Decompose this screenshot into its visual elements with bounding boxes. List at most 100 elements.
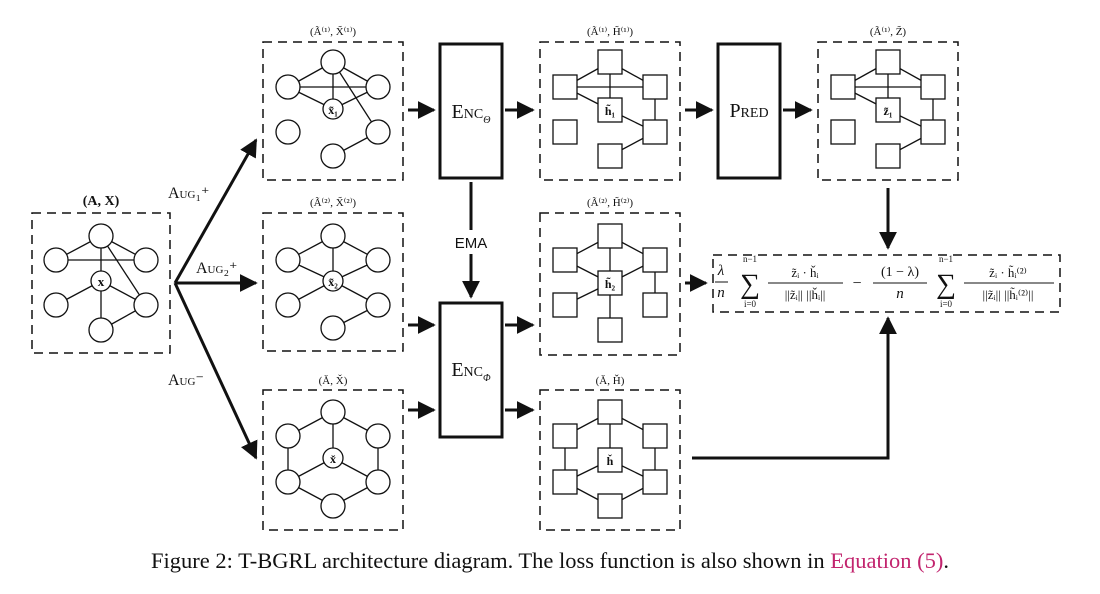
view2-center-label: x̃₂ [328,275,338,289]
online-encoder-box [438,42,504,180]
aug-pos1-label: Aug₁⁺ [168,185,209,202]
embedding1-panel [539,41,681,181]
embedding-node [552,247,578,273]
svg-text:n−1: n−1 [939,254,953,264]
target-encoder-box [438,301,504,439]
embedding-node [552,469,578,495]
embedding-node [597,223,623,249]
graph-node [133,247,159,273]
prediction-center-label: z̃₁ [884,104,893,118]
embedding-node [597,317,623,343]
graph-node [365,292,391,318]
graph-node [88,317,114,343]
center-node [90,270,112,292]
graph-node [43,292,69,318]
center-embedding-node [875,97,901,123]
predictor-box [716,42,782,180]
embedding-node [642,423,668,449]
svg-text:||z̃ᵢ|| ||ȟᵢ||: ||z̃ᵢ|| ||ȟᵢ|| [785,287,826,302]
embedding2-graph [552,223,668,343]
svg-text:−: − [852,275,861,292]
graph-node [365,74,391,100]
graph-node [365,247,391,273]
view2-graph [275,223,391,341]
view1-graph [275,49,391,169]
predictor-label: Pred [729,100,768,122]
graph-node [275,74,301,100]
graph-node [88,223,114,249]
embedding1-center-label: h̃₁ [605,104,616,118]
svg-text:n: n [896,286,904,302]
aug-neg-label: Aug⁻ [168,372,204,389]
negative-view-graph [275,399,391,519]
embedding1-label: (Ã⁽¹⁾, H̃⁽¹⁾) [587,25,633,38]
graph-node [320,315,346,341]
negative-embedding-label: (Ǎ, Ȟ) [596,374,625,387]
graph-node [275,423,301,449]
center-node [322,447,344,469]
loss-formula: λ n n−1 ∑ i=0 z̃ᵢ · ȟᵢ ||z̃ᵢ|| ||ȟᵢ|| − … [715,254,1054,309]
online-encoder-label: Encθ [452,101,491,127]
graph-node [275,469,301,495]
graph-node [365,469,391,495]
embedding-node [597,49,623,75]
graph-node [320,493,346,519]
embedding-node [552,119,578,145]
svg-text:n−1: n−1 [743,254,757,264]
svg-text:i=0: i=0 [940,299,953,309]
graph-node [365,119,391,145]
equation-link[interactable]: Equation (5) [830,548,944,573]
svg-text:||z̃ᵢ|| ||h̃ᵢ⁽²⁾||: ||z̃ᵢ|| ||h̃ᵢ⁽²⁾|| [983,287,1034,302]
graph-node [320,143,346,169]
ema-label: EMA [455,235,488,252]
negative-embedding-center-label: ȟ [607,453,614,468]
embedding-node [642,247,668,273]
graph-node [320,399,346,425]
negative-embedding-panel [539,389,681,531]
svg-text:z̃ᵢ · h̃ᵢ⁽²⁾: z̃ᵢ · h̃ᵢ⁽²⁾ [989,265,1027,280]
embedding-node [642,119,668,145]
embedding-node [920,74,946,100]
graph-node [43,247,69,273]
embedding-node [875,143,901,169]
svg-text:z̃ᵢ · ȟᵢ: z̃ᵢ · ȟᵢ [791,265,819,280]
graph-node [275,247,301,273]
prediction-graph [830,49,946,169]
embedding-node [552,292,578,318]
input-graph [43,223,159,343]
aug-neg-arrow [173,282,258,460]
caption-text: Figure 2: T-BGRL architecture diagram. T… [151,548,831,573]
svg-text:i=0: i=0 [744,299,757,309]
embedding1-graph [552,49,668,169]
negative-view-center-label: x̌ [330,452,336,466]
prediction-panel [817,41,959,181]
aug-pos2-label: Aug₂⁺ [196,260,237,277]
embedding-node [597,143,623,169]
embedding-node [552,74,578,100]
embedding2-center-label: h̃₂ [605,277,616,291]
aug-pos1-arrow [173,138,258,284]
graph-node [320,223,346,249]
graph-node [275,292,301,318]
embedding-node [642,74,668,100]
center-embedding-node [597,447,623,473]
loss-panel [712,254,1061,313]
input-center-label: x [98,274,105,289]
figure-caption: Figure 2: T-BGRL architecture diagram. T… [0,548,1100,574]
prediction-label: (Ã⁽¹⁾, Z̃) [870,25,907,38]
graph-node [320,49,346,75]
embedding-node [830,119,856,145]
view2-label: (Ã⁽²⁾, X̃⁽²⁾) [310,196,356,209]
embedding-node [920,119,946,145]
graph-node [365,423,391,449]
center-node [322,270,344,292]
embedding-node [830,74,856,100]
svg-text:λ: λ [717,263,725,279]
embedding-node [552,423,578,449]
graph-node [133,292,159,318]
svg-text:n: n [717,285,725,301]
input-graph-panel [31,212,171,354]
embedding-node [597,399,623,425]
negative-embedding-to-loss-arrow [692,316,897,460]
view2-panel [262,212,404,352]
